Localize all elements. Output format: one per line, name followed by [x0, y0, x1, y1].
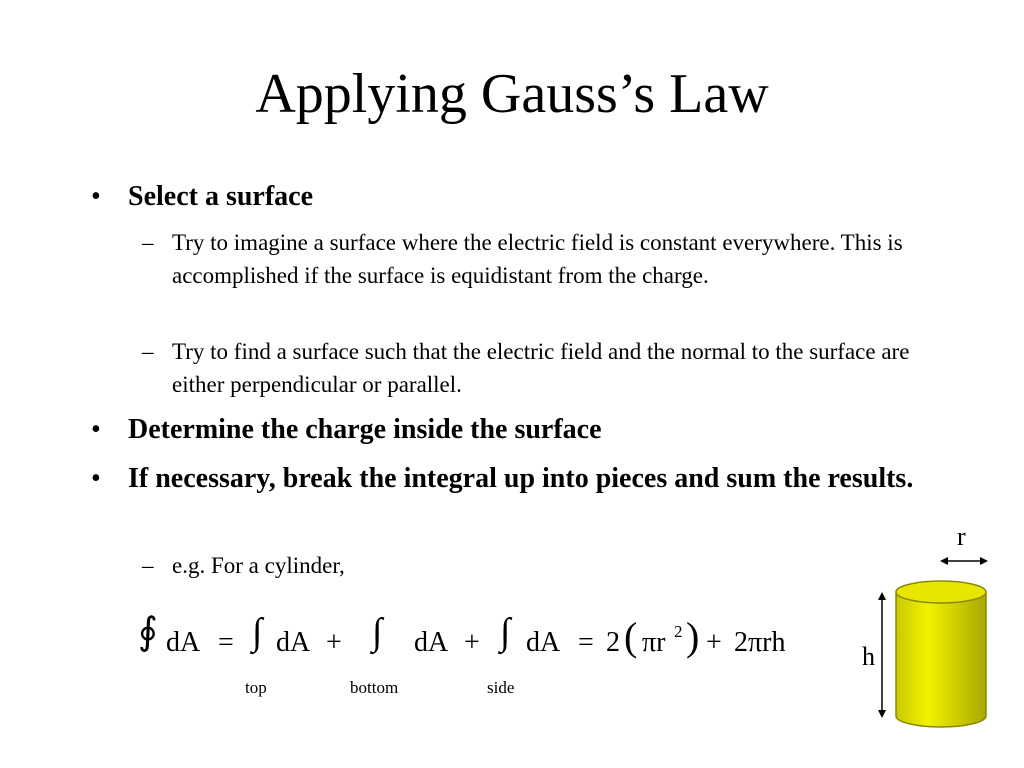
eq-term-dA: dA: [166, 627, 201, 658]
radius-arrow: [940, 557, 988, 565]
closed-integral-sign: ∮: [138, 611, 158, 653]
sub-bullet-item: – Try to find a surface such that the el…: [142, 335, 947, 401]
dash-marker: –: [142, 339, 154, 364]
bullet-text: Select a surface: [128, 181, 314, 212]
eq-equals: =: [218, 627, 234, 658]
eq-close-paren: ): [686, 614, 700, 659]
eq-plus: +: [464, 627, 480, 658]
radius-label: r: [957, 522, 966, 551]
eq-plus: +: [326, 627, 342, 658]
dash-marker: –: [142, 553, 154, 578]
sub-bullet-item: – e.g. For a cylinder,: [142, 549, 572, 582]
bullet-item: • Determine the charge inside the surfac…: [91, 411, 968, 449]
sub-bullet-text: Try to find a surface such that the elec…: [172, 339, 910, 397]
bullet-item: • If necessary, break the integral up in…: [91, 460, 928, 498]
sub-bullet-text: Try to imagine a surface where the elect…: [172, 230, 903, 288]
subscript-top: top: [245, 678, 267, 697]
bullet-marker: •: [91, 414, 101, 445]
cylinder-shape: [895, 580, 987, 728]
eq-equals: =: [578, 627, 594, 658]
eq-pi-r: πr: [642, 627, 666, 658]
eq-term-dA: dA: [526, 627, 561, 658]
sub-bullet-text: e.g. For a cylinder,: [172, 553, 345, 578]
eq-coefficient: 2: [606, 627, 620, 658]
bullet-marker: •: [91, 181, 101, 212]
integral-sign-bottom: ∫: [372, 611, 383, 653]
eq-exponent: 2: [674, 622, 683, 641]
eq-plus: +: [706, 627, 722, 658]
bullet-text: If necessary, break the integral up into…: [128, 463, 914, 494]
eq-open-paren: (: [624, 614, 638, 659]
subscript-side: side: [487, 678, 515, 697]
height-label: h: [862, 642, 875, 671]
slide-title: Applying Gauss’s Law: [255, 63, 769, 125]
bullet-marker: •: [91, 463, 101, 494]
eq-term-dA: dA: [414, 627, 449, 658]
bullet-text: Determine the charge inside the surface: [128, 414, 602, 445]
eq-term-dA: dA: [276, 627, 311, 658]
integral-sign-top: ∫: [252, 611, 263, 653]
subscript-bottom: bottom: [350, 678, 399, 697]
dash-marker: –: [142, 230, 154, 255]
eq-two-pi-rh: 2πrh: [734, 627, 786, 658]
sub-bullet-item: – Try to imagine a surface where the ele…: [142, 226, 947, 292]
height-arrow: [878, 592, 886, 718]
bullet-item: • Select a surface: [91, 178, 968, 216]
integral-sign-side: ∫: [500, 611, 511, 653]
